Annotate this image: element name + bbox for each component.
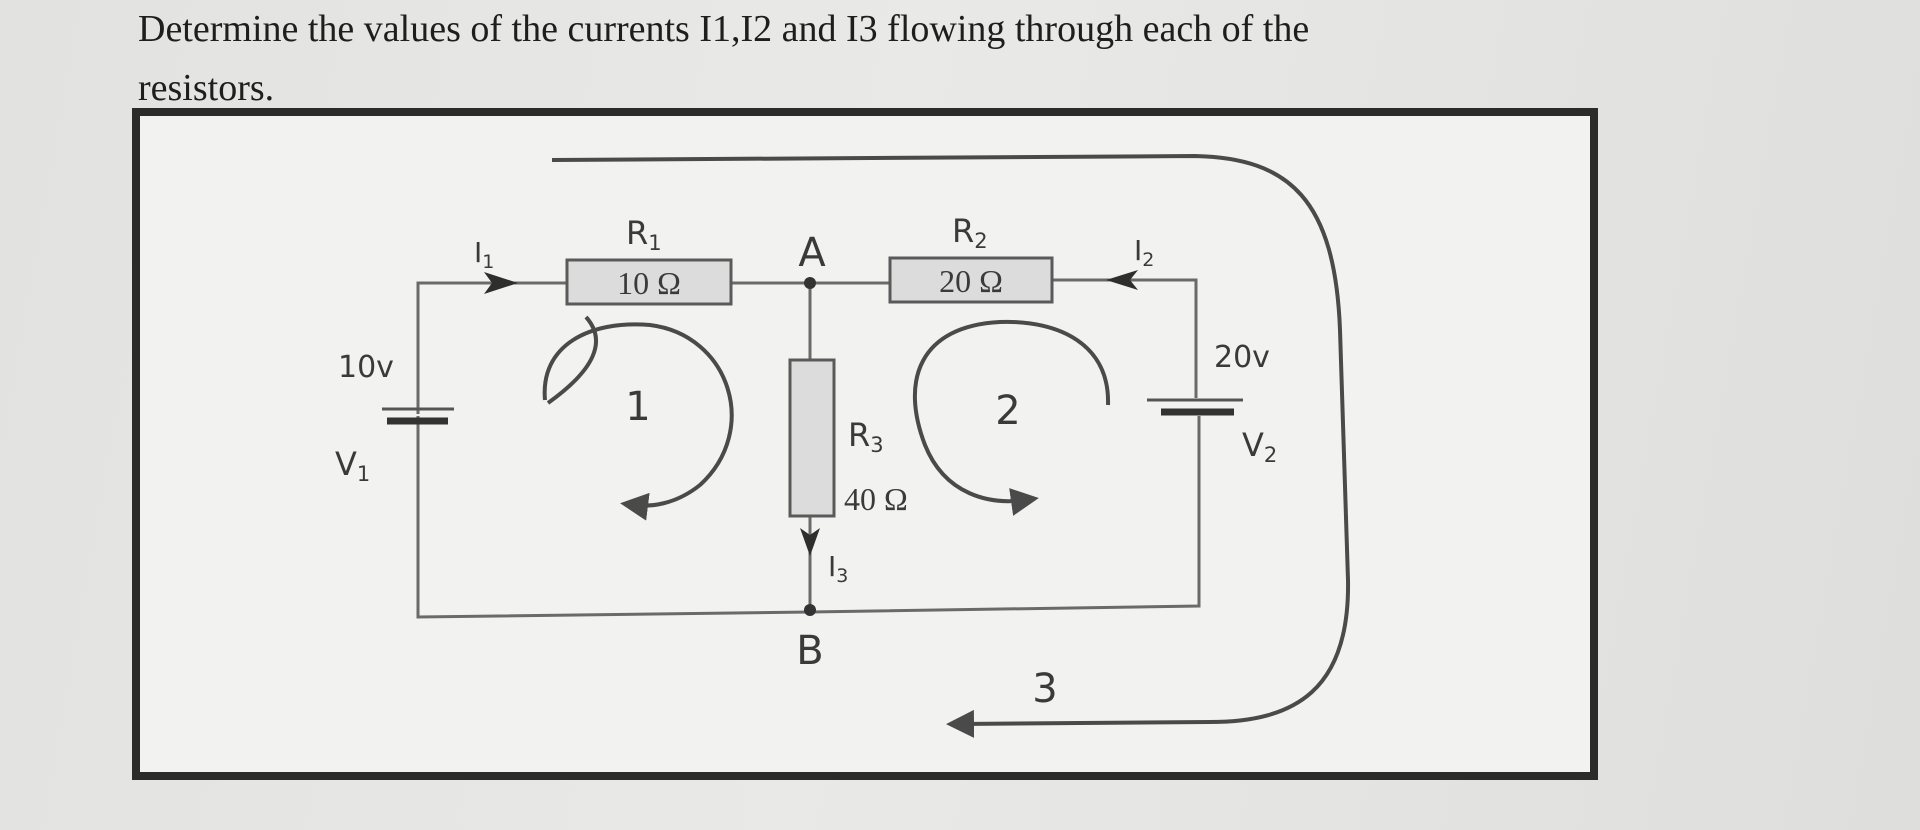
r2-value: 20 Ω [939, 263, 1003, 299]
r2-subscript: 2 [974, 229, 987, 253]
i2-subscript: 2 [1142, 249, 1154, 271]
current-i2: I2 [1106, 234, 1154, 290]
v1-subscript: 1 [357, 462, 370, 486]
node-b-label: B [796, 628, 823, 674]
svg-text:I2: I2 [1134, 234, 1154, 271]
v1-value: 10v [338, 350, 394, 385]
figure-frame [132, 108, 1598, 780]
v1-name: V [335, 445, 357, 483]
battery-v1: 10v V1 [335, 350, 454, 486]
i1-subscript: 1 [482, 251, 494, 273]
loop-2-label: 2 [995, 388, 1020, 434]
question-text: Determine the values of the currents I1,… [138, 0, 1838, 118]
loop-1-label: 1 [625, 384, 650, 430]
svg-text:R2: R2 [952, 212, 988, 253]
svg-text:I1: I1 [474, 236, 494, 273]
current-i1: I1 [474, 236, 518, 294]
loop-2: 2 [912, 319, 1111, 516]
i1-arrow-icon [484, 272, 518, 294]
node-b-dot [804, 604, 816, 616]
r3-name: R [848, 416, 870, 454]
svg-text:R1: R1 [626, 214, 662, 255]
i3-subscript: 3 [836, 565, 848, 587]
svg-text:V2: V2 [1242, 426, 1277, 467]
battery-v2: 20v V2 [1147, 340, 1277, 467]
svg-text:I3: I3 [828, 550, 848, 587]
node-a-label: A [798, 230, 826, 276]
v2-subscript: 2 [1264, 443, 1277, 467]
v2-name: V [1242, 426, 1264, 464]
current-i3: I3 [800, 528, 848, 587]
svg-text:V1: V1 [335, 445, 370, 486]
svg-text:R3: R3 [848, 416, 884, 457]
node-a-dot [804, 277, 816, 289]
loop-3-label: 3 [1032, 666, 1057, 712]
r1-name: R [626, 214, 648, 252]
loop-3: 3 [551, 153, 1351, 738]
question-line-1: Determine the values of the currents I1,… [138, 8, 1310, 50]
r3-subscript: 3 [870, 433, 883, 457]
v2-value: 20v [1214, 340, 1270, 375]
i3-name: I [828, 550, 836, 583]
r1-value: 10 Ω [617, 265, 681, 301]
r1-subscript: 1 [648, 231, 661, 255]
i3-arrow-icon [800, 528, 820, 556]
i2-name: I [1134, 234, 1142, 267]
resistor-r2: 20 Ω R2 [888, 212, 1054, 304]
r2-name: R [952, 212, 974, 250]
question-line-2: resistors. [138, 67, 275, 109]
loop-1: 1 [542, 315, 734, 521]
i2-arrow-icon [1106, 270, 1138, 290]
r3-value: 40 Ω [844, 481, 908, 517]
resistor-r1: 10 Ω R1 [565, 214, 733, 306]
i1-name: I [474, 236, 482, 269]
resistor-r3: R3 40 Ω [788, 358, 908, 518]
